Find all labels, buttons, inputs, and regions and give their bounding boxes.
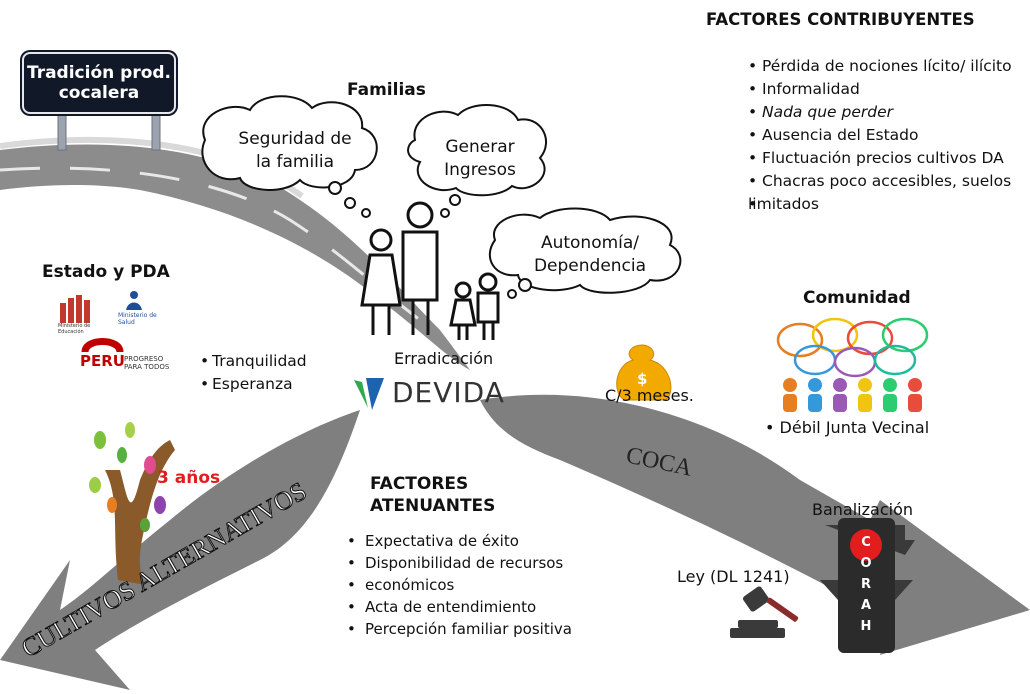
- estado-list: Tranquilidad Esperanza: [200, 350, 307, 396]
- corah-letter: R: [860, 577, 871, 592]
- corah-letter: H: [860, 619, 872, 634]
- familias-title: Familias: [347, 80, 426, 100]
- community-bubbles: [776, 317, 929, 378]
- cloud-seguridad-line2: la familia: [255, 152, 335, 172]
- tree-label: 3 años: [157, 468, 221, 488]
- cloud-generar-line1: Generar: [445, 137, 515, 157]
- fa-item-continuation: económicos: [347, 574, 597, 596]
- fa-item: Disponibilidad de recursos: [347, 552, 597, 574]
- ministerio-educacion-text: Ministerio de Educación: [58, 323, 91, 335]
- cloud-autonomia-line1: Autonomía/: [540, 233, 640, 253]
- fc-item: Ausencia del Estado: [748, 124, 1026, 147]
- cloud-seguridad-text: Seguridad de la familia: [230, 128, 360, 174]
- estado-title: Estado y PDA: [42, 262, 170, 282]
- progreso-line2: PARA TODOS: [124, 363, 170, 371]
- fa-item: Acta de entendimiento: [347, 596, 597, 618]
- cloud-generar-text: Generar Ingresos: [420, 136, 540, 182]
- fc-item: Pérdida de nociones lícito/ ilícito: [748, 55, 1026, 78]
- fa-item: Percepción familiar positiva: [347, 618, 597, 640]
- tradicion-sign: Tradición prod. cocalera: [22, 52, 176, 114]
- ministerio-salud-text: Ministerio de Salud: [118, 312, 157, 326]
- fa-item-continuation-text: económicos: [365, 576, 455, 594]
- devida-logo-mark: [354, 378, 384, 410]
- fc-item-continuation: limitados: [748, 193, 1026, 216]
- money-symbol: $: [637, 370, 648, 388]
- tree-icon: [89, 422, 175, 585]
- factores-atenuantes-list: Expectativa de éxito Disponibilidad de r…: [347, 530, 597, 640]
- peru-logo: [81, 338, 124, 354]
- fa-title-line2: ATENUANTES: [370, 496, 496, 516]
- factores-atenuantes-title: FACTORES ATENUANTES: [370, 473, 495, 517]
- erradicacion-label: Erradicación: [394, 349, 494, 368]
- fa-title-line1: FACTORES: [370, 474, 469, 494]
- ley-label: Ley (DL 1241): [677, 567, 790, 586]
- fc-item: Nada que perder: [748, 101, 1026, 124]
- ministerio-salud-logo: [126, 291, 142, 310]
- cloud-autonomia: [489, 207, 682, 299]
- corah-letter: C: [861, 535, 871, 550]
- devida-logo-text: DEVIDA: [392, 376, 505, 409]
- corah-letter: A: [860, 598, 872, 613]
- money-bag-icon: [616, 344, 672, 401]
- cloud-seguridad: [201, 95, 378, 218]
- factores-contribuyentes-title: FACTORES CONTRIBUYENTES: [706, 10, 975, 29]
- cloud-generar-line2: Ingresos: [444, 160, 516, 180]
- road-lane: [0, 166, 421, 322]
- traffic-light: [820, 518, 915, 653]
- community-people: [783, 378, 922, 412]
- fa-item: Expectativa de éxito: [347, 530, 597, 552]
- comunidad-item: • Débil Junta Vecinal: [765, 418, 930, 437]
- family-figures: [360, 201, 500, 340]
- corah-letter: O: [860, 556, 872, 571]
- factores-contribuyentes-list: Pérdida de nociones lícito/ ilícito Info…: [748, 55, 1026, 216]
- banalizacion-label: Banalización: [812, 500, 913, 519]
- progreso-text: PROGRESO PARA TODOS: [124, 355, 169, 371]
- fc-item-continuation-text: limitados: [748, 195, 819, 213]
- sign-line1: Tradición prod.: [26, 63, 172, 83]
- estado-item: Esperanza: [200, 373, 307, 396]
- cloud-generar: [407, 103, 547, 218]
- gavel-icon: [730, 586, 799, 638]
- money-label: C/3 meses.: [605, 386, 694, 405]
- road: [0, 144, 470, 370]
- comunidad-item-text: Débil Junta Vecinal: [779, 418, 930, 437]
- cloud-seguridad-line1: Seguridad de: [238, 129, 352, 149]
- cloud-autonomia-text: Autonomía/ Dependencia: [525, 232, 655, 278]
- progreso-line1: PROGRESO: [124, 355, 164, 363]
- fc-item: Chacras poco accesibles, suelos: [748, 170, 1026, 193]
- comunidad-title: Comunidad: [803, 288, 911, 308]
- sign-line2: cocalera: [58, 83, 140, 103]
- cultivos-arrow: [0, 410, 360, 690]
- cloud-autonomia-line2: Dependencia: [533, 256, 647, 276]
- corah-letters: C O R A H: [858, 535, 874, 640]
- ministerio-educacion-logo: [60, 295, 90, 323]
- fc-item: Informalidad: [748, 78, 1026, 101]
- estado-item: Tranquilidad: [200, 350, 307, 373]
- peru-text: PERU: [80, 352, 125, 370]
- fc-item: Fluctuación precios cultivos DA: [748, 147, 1026, 170]
